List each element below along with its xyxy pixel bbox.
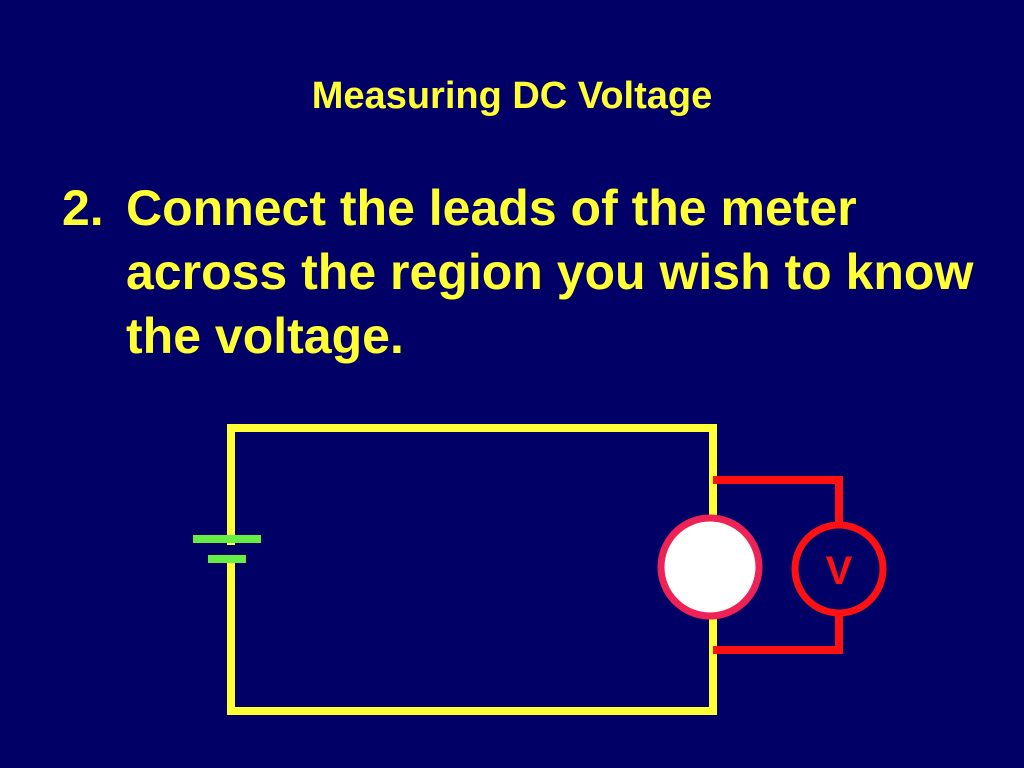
meter-lead-bottom [713, 616, 843, 654]
voltmeter-label: V [826, 549, 853, 593]
step-number: 2. [62, 180, 104, 236]
step-text: Connect the leads of the meter across th… [126, 180, 974, 364]
load-element [657, 514, 763, 620]
step-item: 2. Connect the leads of the meter across… [62, 176, 1002, 368]
meter-lead-top [713, 476, 843, 522]
slide-title: Measuring DC Voltage [311, 75, 713, 117]
circuit-wire-top [227, 424, 717, 545]
circuit-wire-bottom [227, 557, 717, 715]
voltmeter-symbol [791, 521, 887, 617]
